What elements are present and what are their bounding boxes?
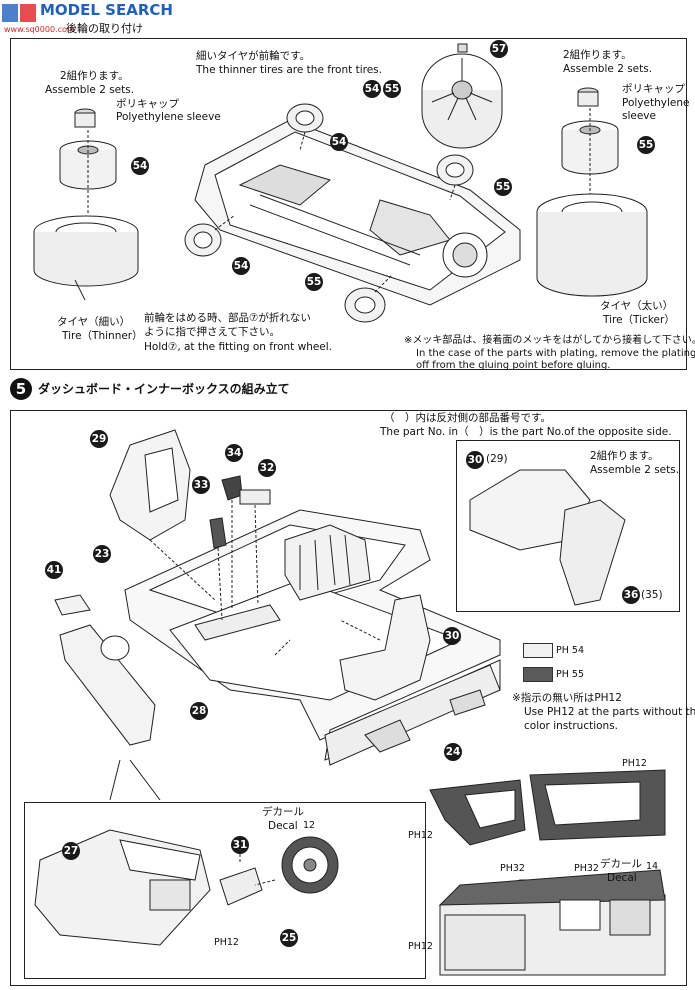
part-number-54-front-left: 54 (232, 257, 250, 275)
right-sleeve-jp: ポリキャップ (622, 83, 685, 95)
paint-code-dark: PH 55 (556, 669, 584, 680)
paint-code-light: PH 54 (556, 645, 584, 656)
step-number-badge: 5 (10, 378, 32, 400)
inset-assemble-jp: 2組作ります。 (590, 450, 659, 462)
part-number-35-paren: (35) (641, 589, 663, 601)
hold-note-jp1: 前輪をはめる時、部品⑦が折れない (144, 312, 311, 324)
part-number-54-front-tire: 54 (330, 133, 348, 151)
watermark-logo: MODEL SEARCH www.sq0000.com (0, 0, 173, 40)
paint-tag-ph12-part31: PH12 (214, 937, 239, 948)
part-number-55-rim: 55 (383, 80, 401, 98)
part-number-32: 32 (258, 459, 276, 477)
part-number-25: 25 (280, 929, 298, 947)
part-number-23: 23 (93, 545, 111, 563)
decal-label-jp: デカール (262, 806, 304, 818)
part-number-55-rear-left: 55 (305, 273, 323, 291)
part-number-30-inset: 30 (466, 451, 484, 469)
left-sleeve-jp: ポリキャップ (116, 98, 179, 110)
decal-label-en: Decal (268, 820, 298, 832)
color-note-en: Use PH12 at the parts without the (524, 706, 695, 718)
part-number-55-rear-tire: 55 (494, 178, 512, 196)
opposite-side-inset (456, 440, 680, 612)
hold-note-en: Hold⑦, at the fitting on front wheel. (144, 341, 333, 353)
decal-number-14: 14 (646, 861, 659, 872)
right-sleeve-en1: Polyethylene (622, 97, 690, 109)
paint-tag-ph12-door-left: PH12 (408, 830, 433, 841)
decal-label-en-2: Decal (607, 872, 637, 884)
opposite-note-en: The part No. in（ ）is the part No.of the … (380, 426, 672, 438)
watermark-glyph (2, 4, 36, 22)
section4-title: 後輪の取り付け (66, 22, 143, 35)
part-number-28: 28 (190, 702, 208, 720)
right-assemble-en: Assemble 2 sets. (563, 63, 653, 75)
decal-label-jp-2: デカール (600, 858, 642, 870)
part-number-33: 33 (192, 476, 210, 494)
plating-note-en1: In the case of the parts with plating, r… (416, 348, 695, 359)
paint-tag-ph12-door: PH12 (622, 758, 647, 769)
left-assemble-jp: 2組作ります。 (60, 70, 129, 82)
paint-swatch-dark (523, 667, 553, 682)
left-tire-en: Tire（Thinner） (62, 330, 143, 342)
left-sleeve-en: Polyethylene sleeve (116, 111, 221, 123)
dashboard-inset (24, 802, 426, 979)
decal-number-12: 12 (303, 820, 316, 831)
front-tires-note-en: The thinner tires are the front tires. (196, 64, 382, 76)
part-number-57: 57 (490, 40, 508, 58)
part-number-31: 31 (231, 836, 249, 854)
color-note-jp: ※指示の無い所はPH12 (512, 692, 622, 704)
part-number-54-rim: 54 (363, 80, 381, 98)
part-number-36: 36 (622, 586, 640, 604)
part-number-27: 27 (62, 842, 80, 860)
part-number-41: 41 (45, 561, 63, 579)
hold-note-jp2: ように指で押さえて下さい。 (144, 326, 280, 338)
paint-tag-ph32-b: PH32 (574, 863, 599, 874)
watermark-url: www.sq0000.com (4, 25, 75, 34)
part-number-29: 29 (90, 430, 108, 448)
watermark-text: MODEL SEARCH (40, 1, 173, 19)
right-sleeve-en2: sleeve (622, 110, 656, 122)
opposite-note-jp: （ ）内は反対側の部品番号です。 (384, 412, 551, 424)
right-tire-jp: タイヤ（太い） (600, 300, 674, 312)
paint-tag-ph32-a: PH32 (500, 863, 525, 874)
section5-title: ダッシュボード・インナーボックスの組み立て (38, 382, 290, 396)
plating-note-jp: ※メッキ部品は、接着面のメッキをはがしてから接着して下さい。 (404, 335, 695, 346)
section4-frame (10, 38, 687, 370)
left-tire-jp: タイヤ（細い） (57, 316, 131, 328)
right-tire-en: Tire（Ticker） (603, 314, 675, 326)
part-number-24: 24 (444, 743, 462, 761)
part-number-34: 34 (225, 444, 243, 462)
paint-swatch-light (523, 643, 553, 658)
inset-assemble-en: Assemble 2 sets. (590, 464, 680, 476)
part-number-54-left-wheel: 54 (131, 157, 149, 175)
paint-tag-ph12-dash: PH12 (408, 941, 433, 952)
part-number-55-right-wheel: 55 (637, 136, 655, 154)
part-number-29-paren: (29) (486, 453, 508, 465)
plating-note-en2: off from the gluing point before gluing. (416, 360, 611, 371)
color-note-en3: color instructions. (524, 720, 619, 732)
left-assemble-en: Assemble 2 sets. (45, 84, 135, 96)
part-number-30: 30 (443, 627, 461, 645)
front-tires-note-jp: 細いタイヤが前輪です。 (196, 50, 311, 62)
right-assemble-jp: 2組作ります。 (563, 49, 632, 61)
section5-frame (10, 410, 687, 986)
